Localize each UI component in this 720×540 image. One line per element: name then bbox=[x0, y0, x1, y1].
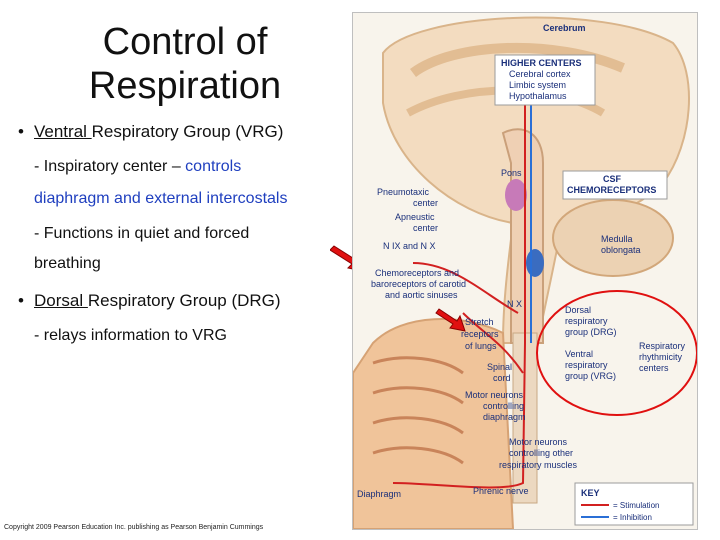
label-motor-diaphragm-3: diaphragm bbox=[483, 412, 526, 422]
key-title: KEY bbox=[581, 488, 600, 498]
label-apneustic: Apneustic bbox=[395, 212, 435, 222]
label-medulla: Medulla bbox=[601, 234, 633, 244]
label-cerebrum: Cerebrum bbox=[543, 23, 586, 33]
label-pons: Pons bbox=[501, 168, 522, 178]
sub-inspiratory-line1: - Inspiratory center – controls bbox=[34, 158, 241, 176]
bullet-vrg-text: Respiratory Group (VRG) bbox=[91, 122, 284, 141]
respiration-figure: Cerebrum HIGHER CENTERS Cerebral cortex … bbox=[352, 12, 698, 530]
label-motor-diaphragm-1: Motor neurons bbox=[465, 390, 524, 400]
label-nx: N X bbox=[507, 299, 522, 309]
label-ventral-respiratory: respiratory bbox=[565, 360, 608, 370]
bullet-vrg-underlined: Ventral bbox=[34, 122, 92, 141]
vagus-pathway bbox=[462, 312, 524, 374]
label-chemoreceptors-3: and aortic sinuses bbox=[385, 290, 458, 300]
key-inhibition-label: = Inhibition bbox=[613, 513, 652, 522]
arm-shape bbox=[353, 318, 515, 529]
bullet-drg-underlined: Dorsal bbox=[34, 291, 88, 310]
label-limbic-system: Limbic system bbox=[509, 80, 566, 90]
label-rhythm-1: Respiratory bbox=[639, 341, 686, 351]
label-motor-other-2: controlling other bbox=[509, 448, 573, 458]
bullet-vrg: • Ventral Respiratory Group (VRG) bbox=[8, 122, 283, 142]
label-diaphragm: Diaphragm bbox=[357, 489, 401, 499]
slide-title: Control of Respiration bbox=[40, 20, 330, 108]
label-rhythm-3: centers bbox=[639, 363, 669, 373]
label-chemoreceptors-1: Chemoreceptors and bbox=[375, 268, 459, 278]
label-stretch-receptors: receptors bbox=[461, 329, 499, 339]
sub-functions-line1: - Functions in quiet and forced bbox=[34, 225, 250, 242]
bullet-drg: • Dorsal Respiratory Group (DRG) bbox=[8, 291, 281, 311]
label-apneustic-center: center bbox=[413, 223, 438, 233]
medulla-center-shape bbox=[526, 249, 544, 277]
label-phrenic: Phrenic nerve bbox=[473, 486, 529, 496]
label-oblongata: oblongata bbox=[601, 245, 641, 255]
bullet-dot: • bbox=[18, 291, 24, 310]
bullet-dot: • bbox=[18, 122, 24, 141]
ribs bbox=[372, 356, 464, 465]
bullet-drg-text: Respiratory Group (DRG) bbox=[87, 291, 281, 310]
label-ventral-group: group (VRG) bbox=[565, 371, 616, 381]
label-dorsal-respiratory: respiratory bbox=[565, 316, 608, 326]
label-motor-diaphragm-2: controlling bbox=[483, 401, 524, 411]
label-nix-nx: N IX and N X bbox=[383, 241, 436, 251]
title-line-1: Control of bbox=[102, 21, 268, 63]
label-higher-centers: HIGHER CENTERS bbox=[501, 58, 582, 68]
label-cerebral-cortex: Cerebral cortex bbox=[509, 69, 571, 79]
label-stretch: Stretch bbox=[465, 317, 494, 327]
label-pneumotaxic-center: center bbox=[413, 198, 438, 208]
label-chemoreceptors-2: baroreceptors of carotid bbox=[371, 279, 466, 289]
csf-box bbox=[562, 170, 668, 200]
stimulation-pathway bbox=[392, 63, 526, 489]
label-hypothalamus: Hypothalamus bbox=[509, 91, 567, 101]
label-csf: CSF bbox=[603, 174, 622, 184]
label-motor-other-3: respiratory muscles bbox=[499, 460, 578, 470]
label-stretch-lungs: of lungs bbox=[465, 341, 497, 351]
pneumotaxic-center-shape bbox=[505, 179, 527, 211]
label-spinal: Spinal bbox=[487, 362, 512, 372]
label-pneumotaxic: Pneumotaxic bbox=[377, 187, 430, 197]
label-ventral: Ventral bbox=[565, 349, 593, 359]
annotation-circle bbox=[536, 290, 697, 416]
sub-relays: - relays information to VRG bbox=[34, 327, 227, 344]
copyright-text: Copyright 2009 Pearson Education Inc. pu… bbox=[4, 524, 264, 531]
figure-drawing: Cerebrum HIGHER CENTERS Cerebral cortex … bbox=[353, 16, 697, 529]
title-line-2: Respiration bbox=[88, 65, 282, 107]
sub-inspiratory-controls: controls bbox=[185, 158, 242, 175]
label-chemoreceptors-csf: CHEMORECEPTORS bbox=[567, 185, 656, 195]
key-stimulation-label: = Stimulation bbox=[613, 501, 659, 510]
higher-centers-box bbox=[494, 54, 596, 106]
label-dorsal-group: group (DRG) bbox=[565, 327, 617, 337]
label-dorsal: Dorsal bbox=[565, 305, 591, 315]
sub-inspiratory-line2: diaphragm and external intercostals bbox=[34, 190, 288, 207]
sub-functions-line2: breathing bbox=[34, 255, 101, 272]
brain-fold bbox=[410, 42, 625, 78]
label-rhythm-2: rhythmicity bbox=[639, 352, 683, 362]
label-motor-other-1: Motor neurons bbox=[509, 437, 568, 447]
carotid-pathway bbox=[412, 262, 519, 314]
annotation-arrow-stretch bbox=[435, 308, 466, 332]
cerebellum bbox=[552, 199, 674, 277]
label-cord: cord bbox=[493, 373, 511, 383]
sub-inspiratory-text: - Inspiratory center – bbox=[34, 158, 186, 175]
